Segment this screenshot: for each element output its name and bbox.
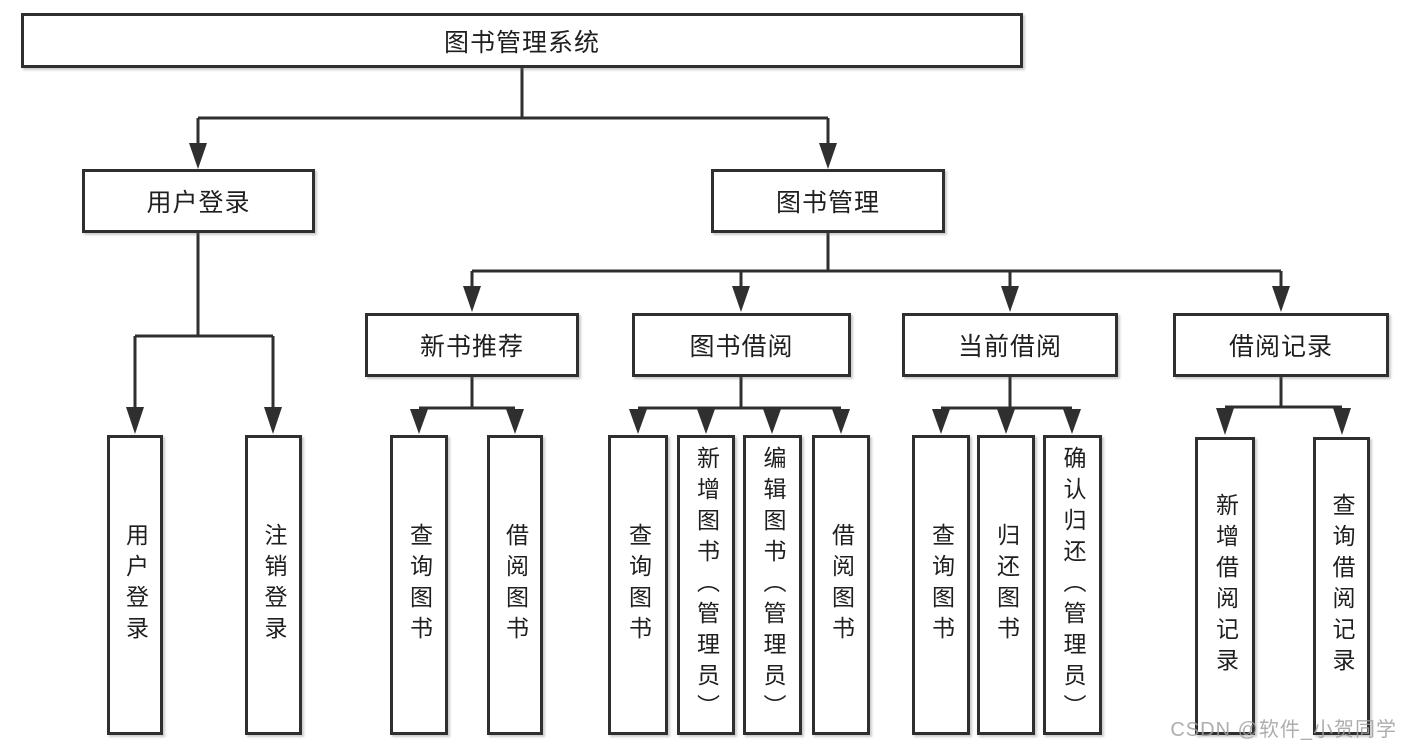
leaf-return-books: 归还图书 bbox=[977, 435, 1035, 735]
leaf-query-current-books-label: 查询图书 bbox=[928, 523, 955, 647]
leaf-confirm-return-admin: 确认归还（管理员） bbox=[1043, 435, 1102, 735]
node-user-login: 用户登录 bbox=[82, 169, 315, 233]
leaf-borrow-books: 借阅图书 bbox=[812, 435, 870, 735]
node-new-book-recommend-label: 新书推荐 bbox=[419, 333, 524, 361]
leaf-return-books-label: 归还图书 bbox=[993, 523, 1020, 647]
node-current-borrow: 当前借阅 bbox=[902, 313, 1118, 377]
leaf-query-current-books: 查询图书 bbox=[912, 435, 970, 735]
node-borrow-records-label: 借阅记录 bbox=[1228, 333, 1333, 361]
root-node-label: 图书管理系统 bbox=[443, 28, 600, 57]
leaf-add-borrow-record: 新增借阅记录 bbox=[1195, 437, 1255, 735]
node-book-management-label: 图书管理 bbox=[775, 189, 880, 217]
node-book-management: 图书管理 bbox=[711, 169, 945, 233]
leaf-query-books-recommend: 查询图书 bbox=[390, 435, 448, 735]
leaf-borrow-books-recommend-label: 借阅图书 bbox=[502, 523, 529, 647]
leaf-add-borrow-record-label: 新增借阅记录 bbox=[1212, 493, 1239, 679]
leaf-borrow-books-recommend: 借阅图书 bbox=[487, 435, 543, 735]
leaf-query-borrow-record-label: 查询借阅记录 bbox=[1329, 493, 1355, 679]
leaf-edit-books-admin-label: 编辑图书（管理员） bbox=[760, 445, 786, 725]
leaf-user-login-label: 用户登录 bbox=[122, 523, 149, 647]
leaf-add-books-admin: 新增图书（管理员） bbox=[677, 435, 735, 735]
leaf-user-login: 用户登录 bbox=[107, 435, 163, 735]
node-book-borrow: 图书借阅 bbox=[632, 313, 851, 377]
leaf-logout: 注销登录 bbox=[245, 435, 302, 735]
node-new-book-recommend: 新书推荐 bbox=[365, 313, 579, 377]
leaf-query-books-recommend-label: 查询图书 bbox=[406, 523, 433, 647]
leaf-query-books-label: 查询图书 bbox=[625, 523, 652, 647]
leaf-query-books: 查询图书 bbox=[608, 435, 668, 735]
leaf-add-books-admin-label: 新增图书（管理员） bbox=[693, 445, 720, 725]
leaf-query-borrow-record: 查询借阅记录 bbox=[1313, 437, 1370, 735]
leaf-borrow-books-label: 借阅图书 bbox=[828, 523, 855, 647]
leaf-edit-books-admin: 编辑图书（管理员） bbox=[743, 435, 802, 735]
csdn-watermark: CSDN @软件_小贺同学 bbox=[1170, 719, 1397, 741]
leaf-confirm-return-admin-label: 确认归还（管理员） bbox=[1060, 445, 1086, 725]
node-borrow-records: 借阅记录 bbox=[1173, 313, 1389, 377]
node-user-login-label: 用户登录 bbox=[146, 189, 251, 217]
root-node: 图书管理系统 bbox=[21, 13, 1023, 68]
node-book-borrow-label: 图书借阅 bbox=[689, 333, 794, 361]
leaf-logout-label: 注销登录 bbox=[261, 523, 287, 647]
node-current-borrow-label: 当前借阅 bbox=[957, 333, 1062, 361]
